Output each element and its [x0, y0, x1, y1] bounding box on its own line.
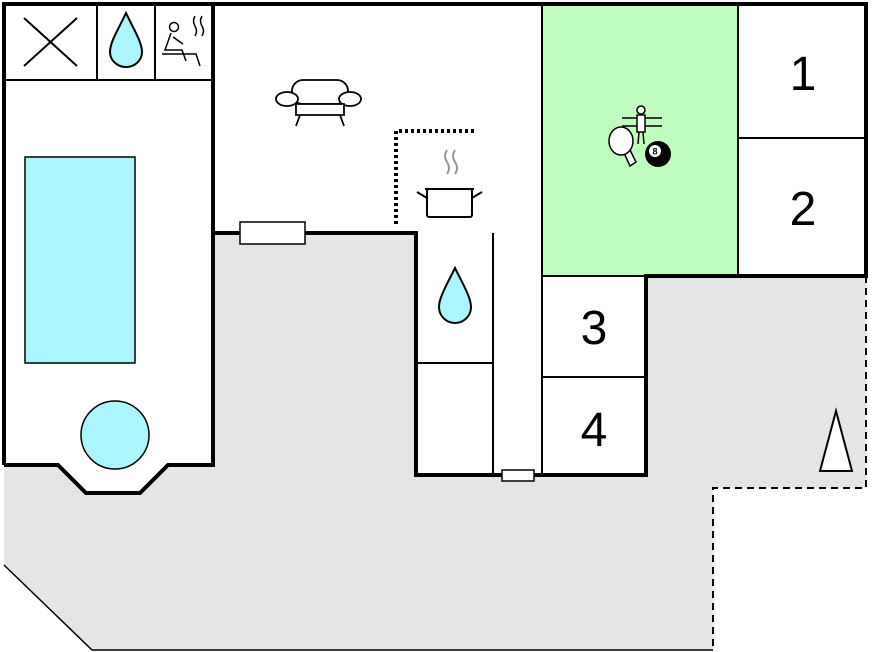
kitchen-counter [394, 129, 476, 224]
terrace-area [4, 233, 866, 650]
hot-tub [80, 400, 150, 470]
sauna-icon [162, 15, 205, 67]
sofa-icon [275, 79, 362, 127]
terrace-edge [3, 564, 713, 651]
water-drop-icon [437, 265, 473, 324]
no-entry-cross-icon [23, 17, 78, 67]
billiard-ball-number: 8 [652, 147, 657, 157]
bedroom-3-label: 3 [581, 302, 608, 355]
door [501, 469, 535, 482]
bedroom-4-label: 4 [581, 404, 608, 457]
north-arrow-icon [818, 407, 854, 472]
billiard-ball-icon: 8 [645, 141, 671, 167]
table-football-icon [622, 105, 662, 145]
cooking-pot-icon [416, 149, 483, 218]
terrace-dashed-boundary [712, 276, 867, 650]
exterior-walls [2, 2, 868, 495]
interior-walls [4, 4, 866, 475]
bedroom-2-label: 2 [790, 183, 817, 236]
table-tennis-icon [608, 126, 637, 168]
water-drop-icon [108, 10, 144, 68]
pool [24, 156, 136, 364]
games-room [542, 4, 738, 276]
bedroom-1-label: 1 [790, 48, 817, 101]
door [239, 221, 306, 245]
